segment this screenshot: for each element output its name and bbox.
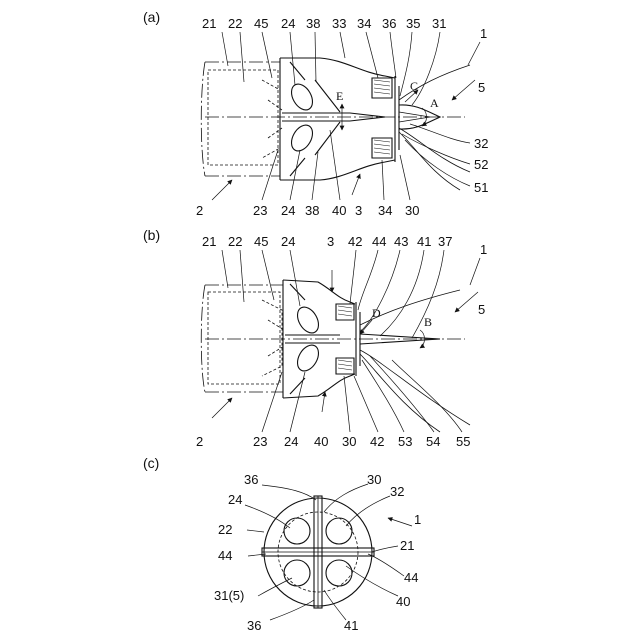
ref-21-c: 21 xyxy=(400,538,414,553)
direction-label-d: D xyxy=(372,306,381,320)
ref-24-c: 24 xyxy=(228,492,242,507)
ref-3-b: 3 xyxy=(327,234,334,249)
panel-letter-c: (c) xyxy=(143,455,159,471)
ref-5-b: 5 xyxy=(478,302,485,317)
ref-36-a: 36 xyxy=(382,16,396,31)
ref-51-a: 51 xyxy=(474,180,488,195)
ref-41-c: 41 xyxy=(344,618,358,633)
ref-36-c-top: 36 xyxy=(244,472,258,487)
ref-22-b: 22 xyxy=(228,234,242,249)
ref-43-b: 43 xyxy=(394,234,408,249)
ref-40-c: 40 xyxy=(396,594,410,609)
flow-arrow-e: E xyxy=(336,89,343,130)
ref-55-b: 55 xyxy=(456,434,470,449)
assembly-arrow-a xyxy=(452,80,475,100)
pipe-arrow-a xyxy=(212,180,232,200)
assembly-arrow-c xyxy=(388,518,412,526)
ref-45-b: 45 xyxy=(254,234,268,249)
ref-31-5-c: 31(5) xyxy=(214,588,244,603)
ref-32-c: 32 xyxy=(390,484,404,499)
ref-30-a: 30 xyxy=(405,203,419,218)
fitting-arrow-a xyxy=(352,174,360,195)
ref-53-b: 53 xyxy=(398,434,412,449)
ref-42-b-top: 42 xyxy=(348,234,362,249)
ref-22-c: 22 xyxy=(218,522,232,537)
ref-40-b: 40 xyxy=(314,434,328,449)
ref-1-a: 1 xyxy=(480,26,487,41)
direction-label-e: E xyxy=(336,89,343,103)
ref-42-b-bottom: 42 xyxy=(370,434,384,449)
panel-letter-a: (a) xyxy=(143,9,160,25)
ref-44-c-right: 44 xyxy=(404,570,418,585)
ref-2-a: 2 xyxy=(196,203,203,218)
assembly-arrow-b xyxy=(455,292,478,312)
ref-24-a-top: 24 xyxy=(281,16,295,31)
panel-b: (b) xyxy=(143,227,487,449)
ref-24-a-bottom: 24 xyxy=(281,203,295,218)
ref-37-b: 37 xyxy=(438,234,452,249)
ref-32-a: 32 xyxy=(474,136,488,151)
pipe-arrow-b xyxy=(212,398,232,418)
ref-41-b: 41 xyxy=(417,234,431,249)
ref-1-c: 1 xyxy=(414,512,421,527)
ref-23-b: 23 xyxy=(253,434,267,449)
ref-33-a: 33 xyxy=(332,16,346,31)
ref-21-b: 21 xyxy=(202,234,216,249)
ref-52-a: 52 xyxy=(474,157,488,172)
flow-arrow-c: C xyxy=(405,79,418,102)
ref-38-a-bottom: 38 xyxy=(305,203,319,218)
ref-1-b: 1 xyxy=(480,242,487,257)
ref-5-a: 5 xyxy=(478,80,485,95)
ref-22-a: 22 xyxy=(228,16,242,31)
ref-36-c-bottom: 36 xyxy=(247,618,261,633)
panel-letter-b: (b) xyxy=(143,227,160,243)
ref-44-c-left: 44 xyxy=(218,548,232,563)
panel-c: (c) xyxy=(143,455,421,633)
ref-34-a-bottom: 34 xyxy=(378,203,392,218)
panel-a: (a) xyxy=(143,9,488,218)
ref-45-a: 45 xyxy=(254,16,268,31)
direction-label-c: C xyxy=(410,79,418,93)
ref-3-a: 3 xyxy=(355,203,362,218)
ref-35-a: 35 xyxy=(406,16,420,31)
ref-24-b-top: 24 xyxy=(281,234,295,249)
direction-label-b: B xyxy=(424,315,432,329)
ref-30-b: 30 xyxy=(342,434,356,449)
ref-34-a-top: 34 xyxy=(357,16,371,31)
ref-21-a: 21 xyxy=(202,16,216,31)
ref-31-a: 31 xyxy=(432,16,446,31)
ref-2-b: 2 xyxy=(196,434,203,449)
ref-23-a: 23 xyxy=(253,203,267,218)
ref-24-b-bottom: 24 xyxy=(284,434,298,449)
leaders-b xyxy=(222,250,480,432)
direction-label-a: A xyxy=(430,96,439,110)
ref-38-a-top: 38 xyxy=(306,16,320,31)
leaders-a xyxy=(222,32,480,200)
ref-40-a: 40 xyxy=(332,203,346,218)
end-view-c xyxy=(262,496,374,608)
ref-44-b: 44 xyxy=(372,234,386,249)
ref-30-c: 30 xyxy=(367,472,381,487)
ref-54-b: 54 xyxy=(426,434,440,449)
center-arrow-40-b xyxy=(322,392,325,412)
